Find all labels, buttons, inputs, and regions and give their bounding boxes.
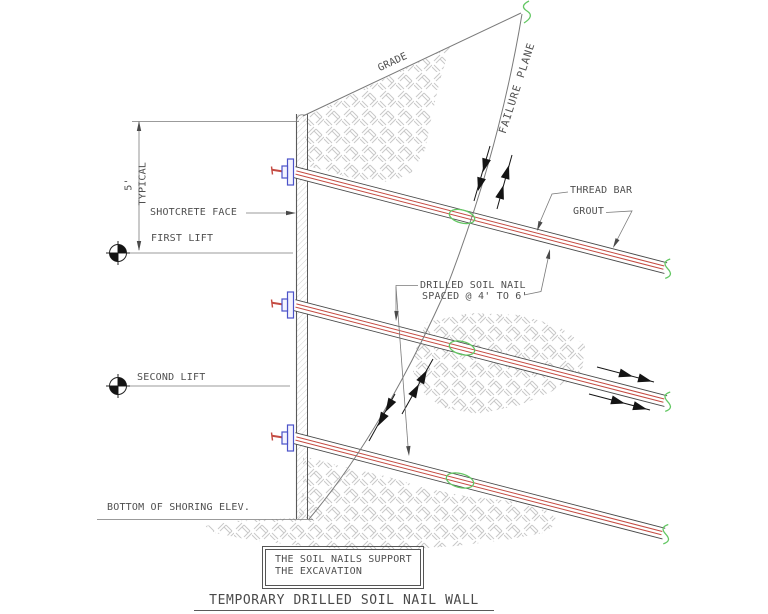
soil-hatch-bottom-blob — [205, 456, 560, 550]
coupler-icon — [448, 208, 476, 225]
bottom-of-shoring-label: BOTTOM OF SHORING ELEV. — [107, 502, 251, 513]
drilled-soil-nail-label-line2: SPACED @ 4' TO 6' — [422, 291, 528, 302]
soil-nail-2 — [270, 291, 672, 412]
leader-thread-bar — [537, 191, 569, 231]
break-line-icon — [662, 523, 670, 545]
nail-tension-arrows — [588, 366, 655, 411]
thread-bar-label: THREAD BAR — [570, 185, 633, 196]
leader-grout — [605, 210, 633, 248]
soil-hatch-grade-wedge — [303, 47, 450, 182]
coupler-icon — [445, 472, 475, 489]
dim-value-label: 5' — [123, 178, 135, 191]
second-lift-label: SECOND LIFT — [137, 372, 206, 383]
nail-couplers — [445, 208, 476, 489]
failure-plane-curve — [308, 13, 523, 520]
drilled-soil-nail-label-line1: DRILLED SOIL NAIL — [420, 280, 526, 291]
shotcrete-face-label: SHOTCRETE FACE — [150, 207, 238, 218]
drawing-title: TEMPORARY DRILLED SOIL NAIL WALL — [194, 593, 494, 611]
benchmark-icon-first-lift — [106, 241, 130, 265]
note-line-2: THE EXCAVATION — [275, 566, 363, 577]
nail-head-2 — [270, 291, 295, 319]
note-box-inner: THE SOIL NAILS SUPPORT THE EXCAVATION — [265, 549, 421, 586]
leader-shotcrete-face — [246, 210, 296, 216]
break-line-icon — [664, 391, 672, 412]
nail-head-1 — [270, 158, 295, 186]
shear-arrows-upper — [473, 145, 513, 210]
note-box: THE SOIL NAILS SUPPORT THE EXCAVATION — [262, 546, 424, 589]
first-lift-label: FIRST LIFT — [151, 233, 214, 244]
benchmark-icon-second-lift — [106, 374, 130, 398]
coupler-icon — [448, 340, 476, 356]
grade-line — [302, 0, 531, 117]
break-line-icon — [522, 0, 531, 24]
break-line-icon — [664, 258, 672, 279]
leader-drilled-soil-nail — [394, 249, 551, 456]
nail-head-3 — [270, 424, 295, 452]
grout-label: GROUT — [573, 206, 605, 217]
dimension-5ft — [132, 121, 299, 251]
dim-qualifier-label: TYPICAL — [137, 161, 149, 206]
note-line-1: THE SOIL NAILS SUPPORT — [275, 554, 412, 565]
soil-nail-1 — [270, 158, 672, 279]
shear-arrows-lower — [368, 358, 434, 442]
